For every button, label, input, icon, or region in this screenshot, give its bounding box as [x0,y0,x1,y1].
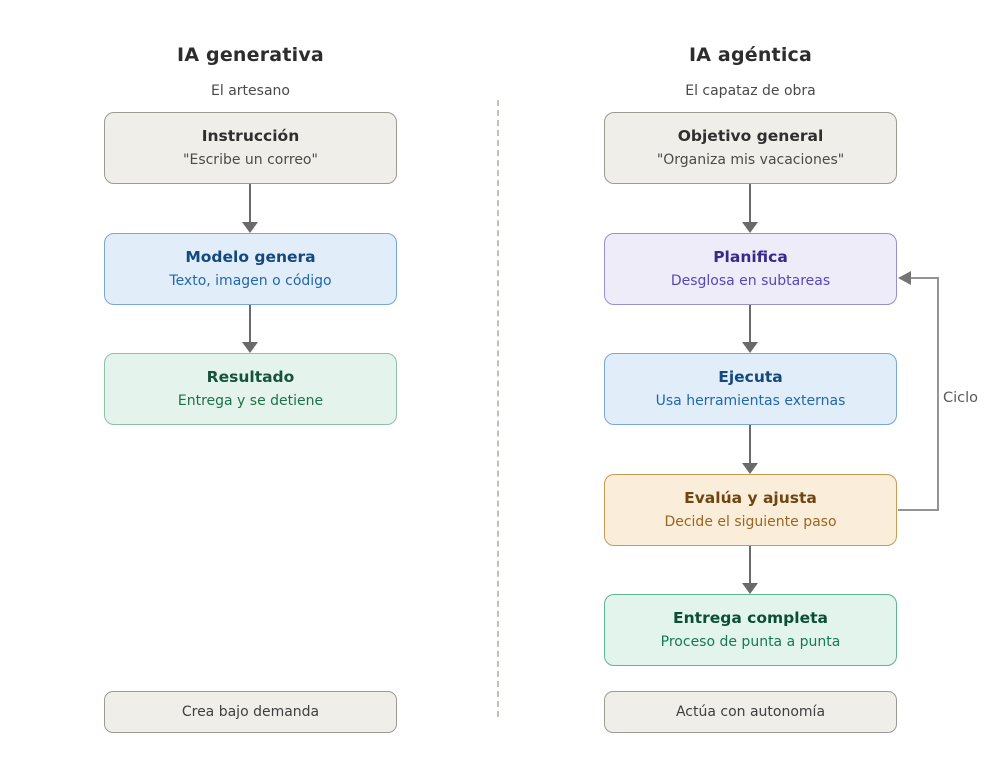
flow-box-ejecuta: Ejecuta Usa herramientas externas [604,353,897,425]
generative-column-title: IA generativa [177,44,324,66]
box-subtitle: "Escribe un correo" [183,151,318,168]
flow-arrow [242,184,258,233]
loop-label: Ciclo [943,390,979,406]
flow-box-evalua-ajusta: Evalúa y ajusta Decide el siguiente paso [604,474,897,546]
box-subtitle: Proceso de punta a punta [660,633,841,650]
column-divider [497,100,499,717]
flow-arrow [742,184,758,233]
loop-arrow-top-segment [910,277,939,279]
arrow-line [249,184,251,223]
loop-arrow-head-icon [898,271,911,285]
box-title: Entrega completa [673,609,828,628]
arrow-line [749,546,751,584]
agentic-column-title: IA agéntica [688,44,813,66]
box-title: Modelo genera [185,248,316,267]
arrow-line [749,305,751,343]
box-title: Planifica [713,248,788,267]
loop-arrow-bottom-segment [898,509,939,511]
flow-box-entrega-completa: Entrega completa Proceso de punta a punt… [604,594,897,666]
box-subtitle: Decide el siguiente paso [664,513,837,530]
arrow-head-icon [742,463,758,474]
arrow-line [749,184,751,223]
flow-box-instruccion: Instrucción "Escribe un correo" [104,112,397,184]
flow-arrow [242,305,258,353]
flow-arrow [742,305,758,353]
footer-box-agentic: Actúa con autonomía [604,691,897,733]
box-subtitle: Usa herramientas externas [655,392,846,409]
footer-label: Actúa con autonomía [675,704,826,720]
arrow-head-icon [742,342,758,353]
box-subtitle: Entrega y se detiene [177,392,324,409]
flow-box-modelo-genera: Modelo genera Texto, imagen o código [104,233,397,305]
arrow-head-icon [742,583,758,594]
arrow-head-icon [242,222,258,233]
box-subtitle: Texto, imagen o código [169,272,332,289]
arrow-head-icon [242,342,258,353]
arrow-head-icon [742,222,758,233]
flow-box-objetivo-general: Objetivo general "Organiza mis vacacione… [604,112,897,184]
footer-label: Crea bajo demanda [181,704,320,720]
flow-arrow [742,425,758,474]
box-title: Ejecuta [718,368,783,387]
arrow-line [249,305,251,343]
loop-arrow-vertical-segment [937,277,939,511]
agentic-column-subtitle: El capataz de obra [685,83,816,99]
flow-arrow [742,546,758,594]
box-title: Resultado [206,368,295,387]
box-subtitle: Desglosa en subtareas [670,272,831,289]
footer-box-generative: Crea bajo demanda [104,691,397,733]
box-title: Objetivo general [677,127,824,146]
generative-column-subtitle: El artesano [211,83,290,99]
box-title: Evalúa y ajusta [684,489,817,508]
flow-box-resultado: Resultado Entrega y se detiene [104,353,397,425]
box-subtitle: "Organiza mis vacaciones" [656,151,845,168]
arrow-line [749,425,751,464]
flow-box-planifica: Planifica Desglosa en subtareas [604,233,897,305]
box-title: Instrucción [201,127,300,146]
